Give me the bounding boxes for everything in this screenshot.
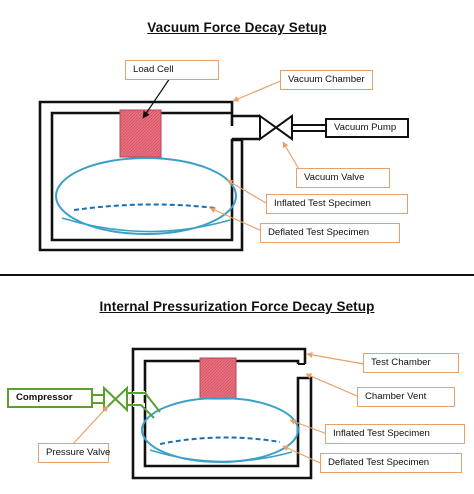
label-test-chamber: Test Chamber <box>363 353 459 373</box>
specimen-base-top <box>61 217 231 233</box>
top-title: Vacuum Force Decay Setup <box>147 20 327 35</box>
label-pressure-valve: Pressure Valve <box>38 443 110 463</box>
pressure-line <box>93 385 161 419</box>
label-vacuum-chamber: Vacuum Chamber <box>280 70 373 90</box>
top-leaders <box>142 77 301 232</box>
deflated-specimen-bottom <box>159 436 281 445</box>
label-vacuum-valve: Vacuum Valve <box>296 168 390 188</box>
inflated-specimen-bottom <box>141 397 299 463</box>
vacuum-chamber <box>38 100 260 252</box>
bottom-title: Internal Pressurization Force Decay Setu… <box>99 299 375 314</box>
inflated-specimen-top <box>55 157 237 235</box>
deflated-specimen-top <box>73 203 216 211</box>
label-load-cell: Load Cell <box>125 60 219 80</box>
load-cell-bottom <box>199 357 237 400</box>
label-chamber-vent: Chamber Vent <box>357 387 455 407</box>
vacuum-valve <box>259 114 325 141</box>
label-deflated-specimen-top: Deflated Test Specimen <box>260 223 400 243</box>
label-vacuum-pump: Vacuum Pump <box>325 118 409 138</box>
label-inflated-specimen-bottom: Inflated Test Specimen <box>325 424 465 444</box>
label-compressor: Compressor <box>7 388 93 408</box>
label-inflated-specimen-top: Inflated Test Specimen <box>266 194 408 214</box>
load-cell <box>119 109 162 158</box>
bottom-leaders <box>72 351 365 464</box>
label-deflated-specimen-bottom: Deflated Test Specimen <box>320 453 462 473</box>
specimen-base-bottom <box>149 449 293 463</box>
